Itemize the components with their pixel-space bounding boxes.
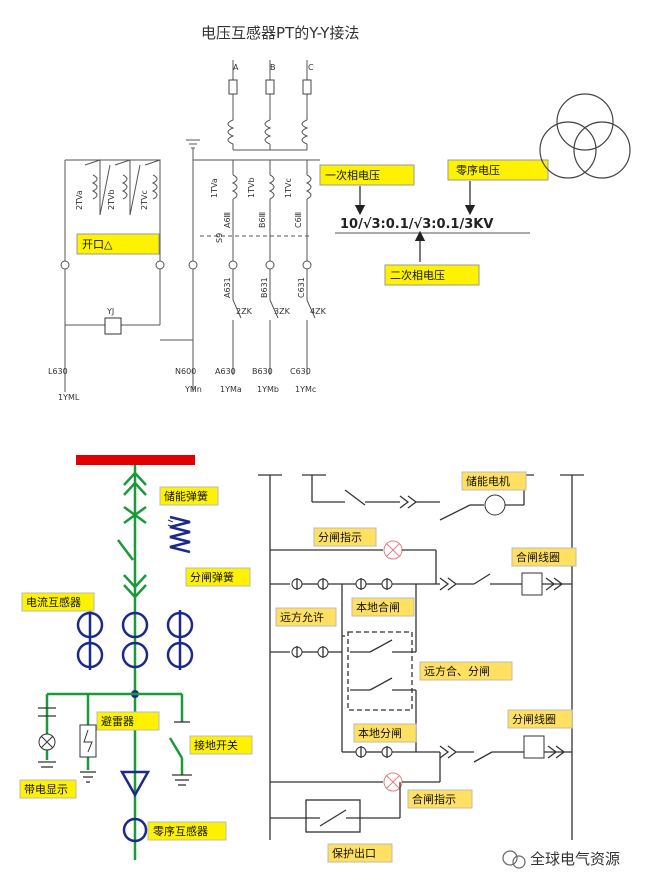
- node-c630: C630: [290, 367, 311, 376]
- coil-2tva: 2TVa: [75, 190, 84, 210]
- open-indicator-label: 分闸指示: [318, 530, 362, 544]
- wire-c631: C631: [297, 277, 306, 298]
- phase-c-label: C: [308, 63, 314, 72]
- zero-seq-voltage-label: 零序电压: [456, 163, 500, 177]
- protection-out-label: 保护出口: [332, 846, 376, 860]
- coil-1tvc: 1TVc: [284, 178, 293, 198]
- current-transformer-icons: [76, 610, 194, 670]
- primary-voltage-callout: [319, 164, 415, 186]
- remote-allow-callout: [275, 607, 337, 627]
- breaker-3zk: 3ZK: [274, 307, 291, 316]
- breaker-4zk: 4ZK: [310, 307, 327, 316]
- phase-b-label: B: [270, 63, 276, 72]
- star-windings: [200, 160, 312, 300]
- primary-windings: [186, 60, 312, 360]
- secondary-voltage-label: 二次相电压: [390, 268, 445, 282]
- coil-2tvc: 2TVc: [140, 190, 149, 210]
- wire-b6: B6Ⅲ: [258, 212, 267, 228]
- bus-1ymc: 1YMc: [295, 385, 316, 394]
- cable-head-icon: [119, 770, 151, 798]
- terminal-row: [60, 260, 312, 270]
- coil-1tvb: 1TVb: [247, 177, 256, 198]
- opening-spring-callout: [185, 567, 251, 587]
- open-coil-label: 分闸线圈: [512, 712, 556, 726]
- ct-callout: [21, 592, 95, 612]
- zero-seq-ct-icon: [122, 817, 148, 843]
- coil-2tvb: 2TVb: [107, 189, 116, 210]
- node-n600: N600: [175, 367, 196, 376]
- watermark: 全球电气资源: [502, 850, 620, 869]
- breakers: [232, 299, 316, 375]
- local-open-label: 本地分闸: [358, 726, 402, 740]
- open-delta-windings: [64, 159, 161, 360]
- bus-ymn: YMn: [184, 385, 202, 394]
- remote-close-open-label: 远方合、分闸: [424, 664, 490, 678]
- ground-switch-callout: [189, 735, 253, 755]
- ratio-formula: 10/√3:0.1/√3:0.1/3KV: [340, 217, 493, 232]
- control-circuit: [258, 474, 584, 840]
- bus-1yml: 1YML: [58, 393, 80, 402]
- disconnect-chevrons: [117, 471, 147, 599]
- watermark-text: 全球电气资源: [530, 850, 620, 868]
- arrester-icon: [79, 724, 97, 758]
- relay-yj: [104, 317, 122, 335]
- wire-a6: A6Ⅲ: [223, 212, 232, 228]
- busbar: [76, 455, 195, 465]
- primary-voltage-label: 一次相电压: [325, 168, 380, 182]
- close-indicator-callout: [407, 789, 473, 809]
- zero-seq-ct-callout: [147, 821, 227, 841]
- bottom-terminals: [64, 360, 194, 392]
- zero-seq-ct-label: 零序互感器: [153, 824, 208, 838]
- remote-close-open-callout: [419, 661, 513, 681]
- close-coil-label: 合闸线圈: [516, 550, 560, 564]
- wire-c6: C6Ⅲ: [294, 212, 303, 228]
- remote-allow-label: 远方允许: [280, 610, 324, 624]
- pt-title: 电压互感器PT的Y-Y接法: [201, 24, 359, 42]
- ct-label: 电流互感器: [26, 595, 81, 609]
- open-delta-callout: [76, 233, 160, 255]
- opening-spring-label: 分闸弹簧: [190, 570, 234, 584]
- energy-spring-label: 储能弹簧: [164, 489, 208, 503]
- arrester-label: 避雷器: [101, 714, 134, 728]
- open-coil-callout: [507, 709, 573, 729]
- energy-motor-label: 储能电机: [466, 474, 510, 488]
- wechat-icon: [502, 850, 518, 866]
- ground-switch-label: 接地开关: [194, 738, 238, 752]
- node-b630: B630: [252, 367, 273, 376]
- coil-1tva: 1TVa: [210, 178, 219, 198]
- node-a630: A630: [215, 367, 236, 376]
- energy-motor-callout: [461, 471, 527, 491]
- live-indicator-callout: [19, 779, 77, 799]
- breaker-2zk: 2ZK: [236, 307, 253, 316]
- wire-a631: A631: [223, 277, 232, 298]
- live-indicator-label: 带电显示: [24, 783, 68, 796]
- arrester-callout: [96, 711, 160, 731]
- open-delta-label: 开口△: [82, 238, 113, 251]
- bus-1yma: 1YMa: [220, 385, 242, 394]
- three-winding-transformer-icon: [539, 93, 631, 179]
- wire-b631: B631: [260, 277, 269, 298]
- secondary-voltage-callout: [384, 264, 480, 286]
- energy-spring-callout: [159, 486, 219, 506]
- close-indicator-label: 合闸指示: [412, 792, 456, 806]
- wire-s9: S9: [215, 233, 224, 243]
- bus-1ymb: 1YMb: [257, 385, 279, 394]
- phase-a-label: A: [233, 63, 239, 72]
- energy-spring-icon: [169, 515, 191, 554]
- local-open-callout: [353, 723, 417, 743]
- local-close-callout: [351, 597, 415, 617]
- local-close-label: 本地合闸: [356, 600, 400, 614]
- relay-yj-label: YJ: [106, 307, 114, 316]
- protection-out-callout: [327, 843, 393, 863]
- node-l630: L630: [48, 367, 68, 376]
- close-coil-callout: [511, 547, 577, 567]
- open-indicator-callout: [313, 527, 377, 547]
